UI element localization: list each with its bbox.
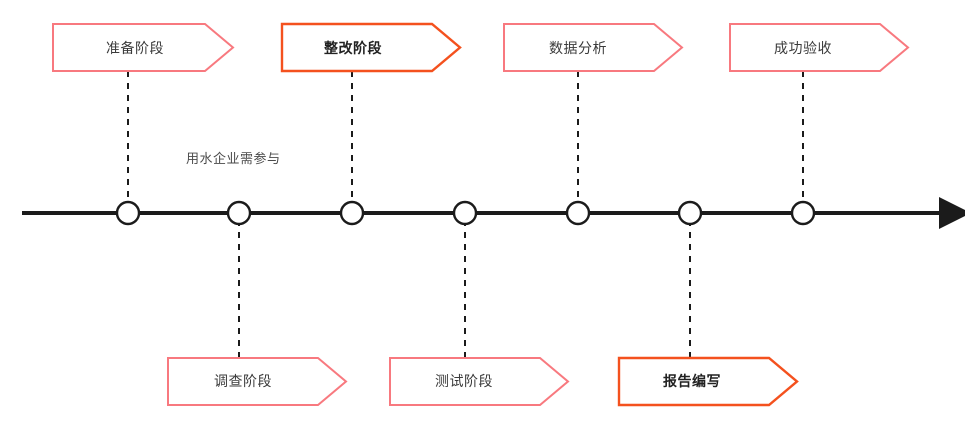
timeline-marker-1[interactable] [115, 200, 141, 226]
connector-group [127, 71, 804, 358]
timeline-marker-7[interactable] [790, 200, 816, 226]
phase-box-7[interactable] [729, 23, 910, 72]
timeline-marker-3[interactable] [339, 200, 365, 226]
timeline-marker-group [115, 200, 816, 226]
phase-box-5[interactable] [503, 23, 684, 72]
timeline-marker-5[interactable] [565, 200, 591, 226]
phase-box-6[interactable] [617, 356, 799, 407]
phase-box-3[interactable] [280, 22, 462, 73]
phase-box-4[interactable] [389, 357, 570, 406]
timeline-marker-6[interactable] [677, 200, 703, 226]
phase-box-2[interactable] [167, 357, 348, 406]
phase-box-1[interactable] [52, 23, 235, 72]
phase-box-group [52, 22, 910, 407]
timeline-marker-2[interactable] [226, 200, 252, 226]
timeline-marker-4[interactable] [452, 200, 478, 226]
